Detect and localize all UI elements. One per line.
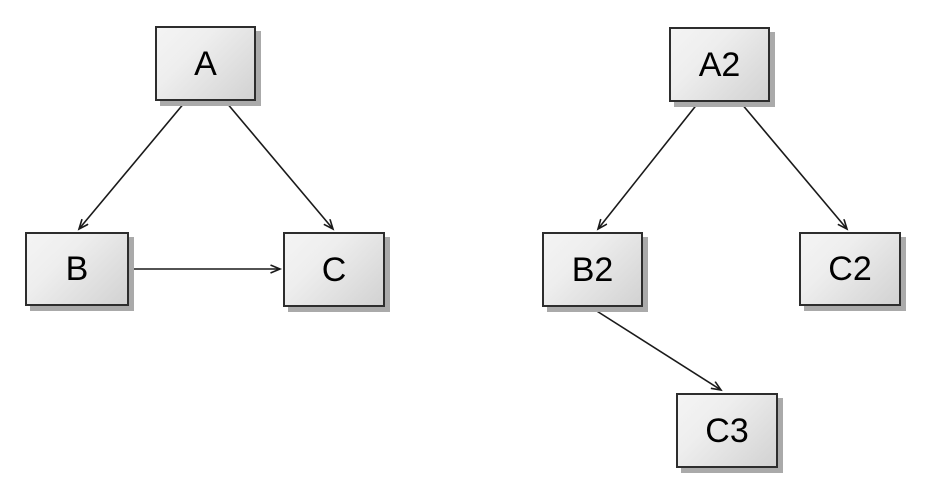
node-B2-label: B2 (571, 250, 614, 289)
node-C-label: C (321, 250, 347, 289)
node-C2[interactable]: C2 (799, 232, 901, 306)
edge-A-to-C (225, 101, 333, 229)
node-A-label: A (194, 44, 217, 83)
edge-A2-to-B2 (598, 102, 699, 229)
node-B-label: B (65, 250, 89, 288)
node-C3-label: C3 (705, 411, 749, 450)
edge-B2-to-C3 (591, 307, 721, 390)
node-A[interactable]: A (155, 26, 256, 101)
edge-A-to-B (79, 101, 186, 229)
node-B[interactable]: B (25, 232, 129, 306)
node-C2-label: C2 (828, 250, 872, 288)
node-A2-label: A2 (698, 45, 741, 84)
node-B2[interactable]: B2 (542, 232, 643, 307)
node-C[interactable]: C (283, 232, 385, 307)
edge-A2-to-C2 (740, 102, 847, 229)
node-C3[interactable]: C3 (676, 393, 778, 468)
node-A2[interactable]: A2 (669, 27, 770, 102)
